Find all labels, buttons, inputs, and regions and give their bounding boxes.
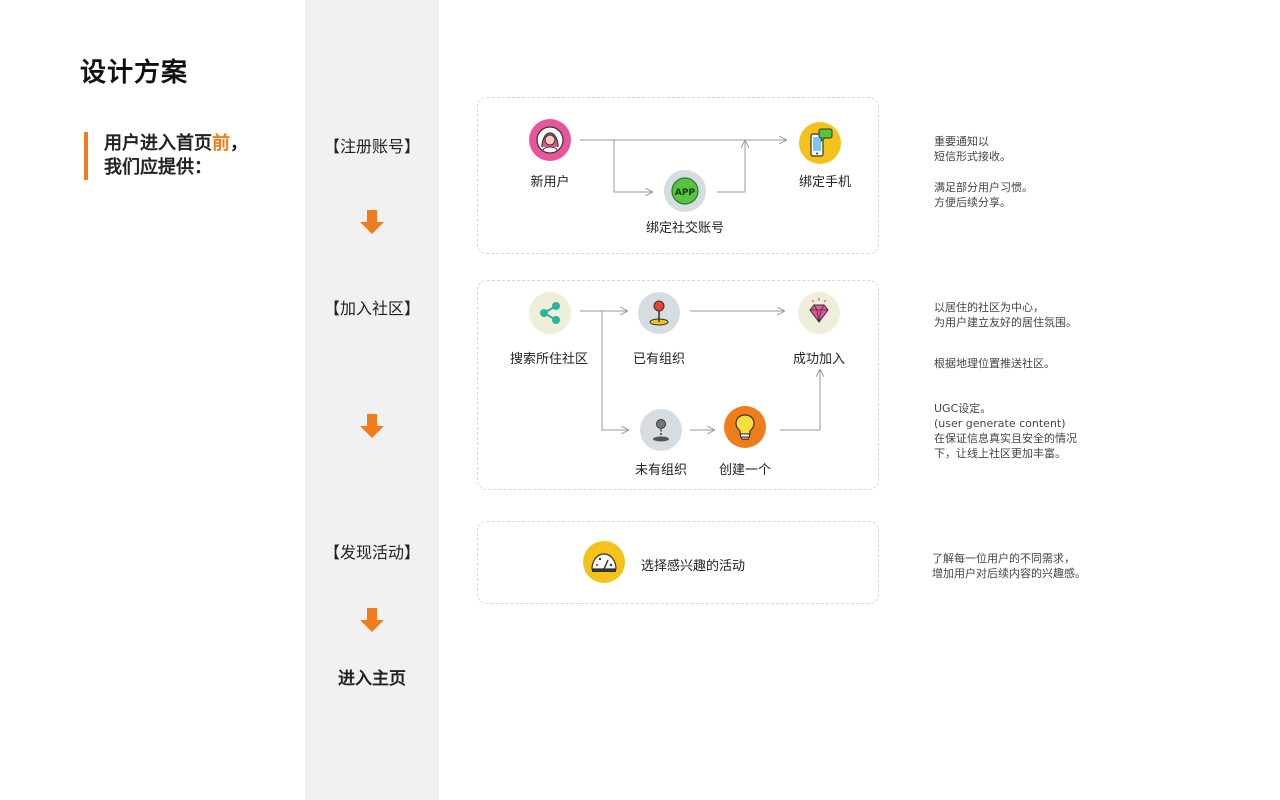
- phone-message-icon: [799, 122, 841, 164]
- node-label-bind-phone: 绑定手机: [798, 175, 852, 190]
- intro-line-1: 用户进入首页前，: [104, 132, 248, 156]
- community-flow-panel: [477, 280, 879, 490]
- node-label-search: 搜索所住社区: [509, 352, 589, 367]
- note-ugc: UGC设定。 (user generate content) 在保证信息真实且安…: [934, 402, 1077, 460]
- intro-prefix: 用户进入首页: [104, 133, 212, 154]
- note-sms: 重要通知以 短信形式接收。: [934, 135, 1011, 163]
- arrow-down-icon: [360, 414, 384, 438]
- intro-highlight: 前: [212, 133, 230, 154]
- node-label-bind-social: 绑定社交账号: [645, 221, 725, 236]
- step-join-community: 【加入社区】: [323, 299, 420, 318]
- step-register: 【注册账号】: [323, 137, 420, 156]
- intro-text: 用户进入首页前， 我们应提供：: [84, 132, 248, 180]
- app-badge-text: APP: [675, 188, 696, 198]
- note-geolocation: 根据地理位置推送社区。: [934, 357, 1055, 370]
- node-label-new-user: 新用户: [530, 175, 570, 190]
- app-icon: APP: [664, 170, 706, 212]
- page-title: 设计方案: [80, 58, 189, 88]
- lightbulb-icon: [724, 406, 766, 448]
- step-enter-home: 进入主页: [338, 669, 406, 689]
- arrow-down-icon: [360, 608, 384, 632]
- diamond-icon: [798, 292, 840, 334]
- map-pin-icon: [638, 292, 680, 334]
- share-network-icon: [529, 292, 571, 334]
- unplaced-pin-icon: [640, 409, 682, 451]
- register-flow-panel: [477, 97, 879, 254]
- intro-line-2: 我们应提供：: [104, 157, 212, 178]
- step-discover-activity: 【发现活动】: [323, 543, 420, 562]
- note-interests: 了解每一位用户的不同需求， 增加用户对后续内容的兴趣感。: [932, 552, 1086, 580]
- node-label-no-org: 未有组织: [634, 463, 688, 478]
- steps-column: [305, 0, 439, 800]
- activity-flow-panel: [477, 521, 879, 604]
- dashboard-icon: [583, 541, 625, 583]
- node-label-has-org: 已有组织: [632, 352, 686, 367]
- note-community-center: 以居住的社区为中心， 为用户建立友好的居住氛围。: [934, 301, 1077, 329]
- intro-suffix: ，: [230, 133, 248, 154]
- note-habits: 满足部分用户习惯。 方便后续分享。: [934, 181, 1033, 209]
- female-user-icon: [529, 119, 571, 161]
- node-label-success: 成功加入: [792, 352, 846, 367]
- node-label-choose-activity: 选择感兴趣的活动: [641, 559, 746, 574]
- node-label-create: 创建一个: [718, 463, 772, 478]
- arrow-down-icon: [360, 210, 384, 234]
